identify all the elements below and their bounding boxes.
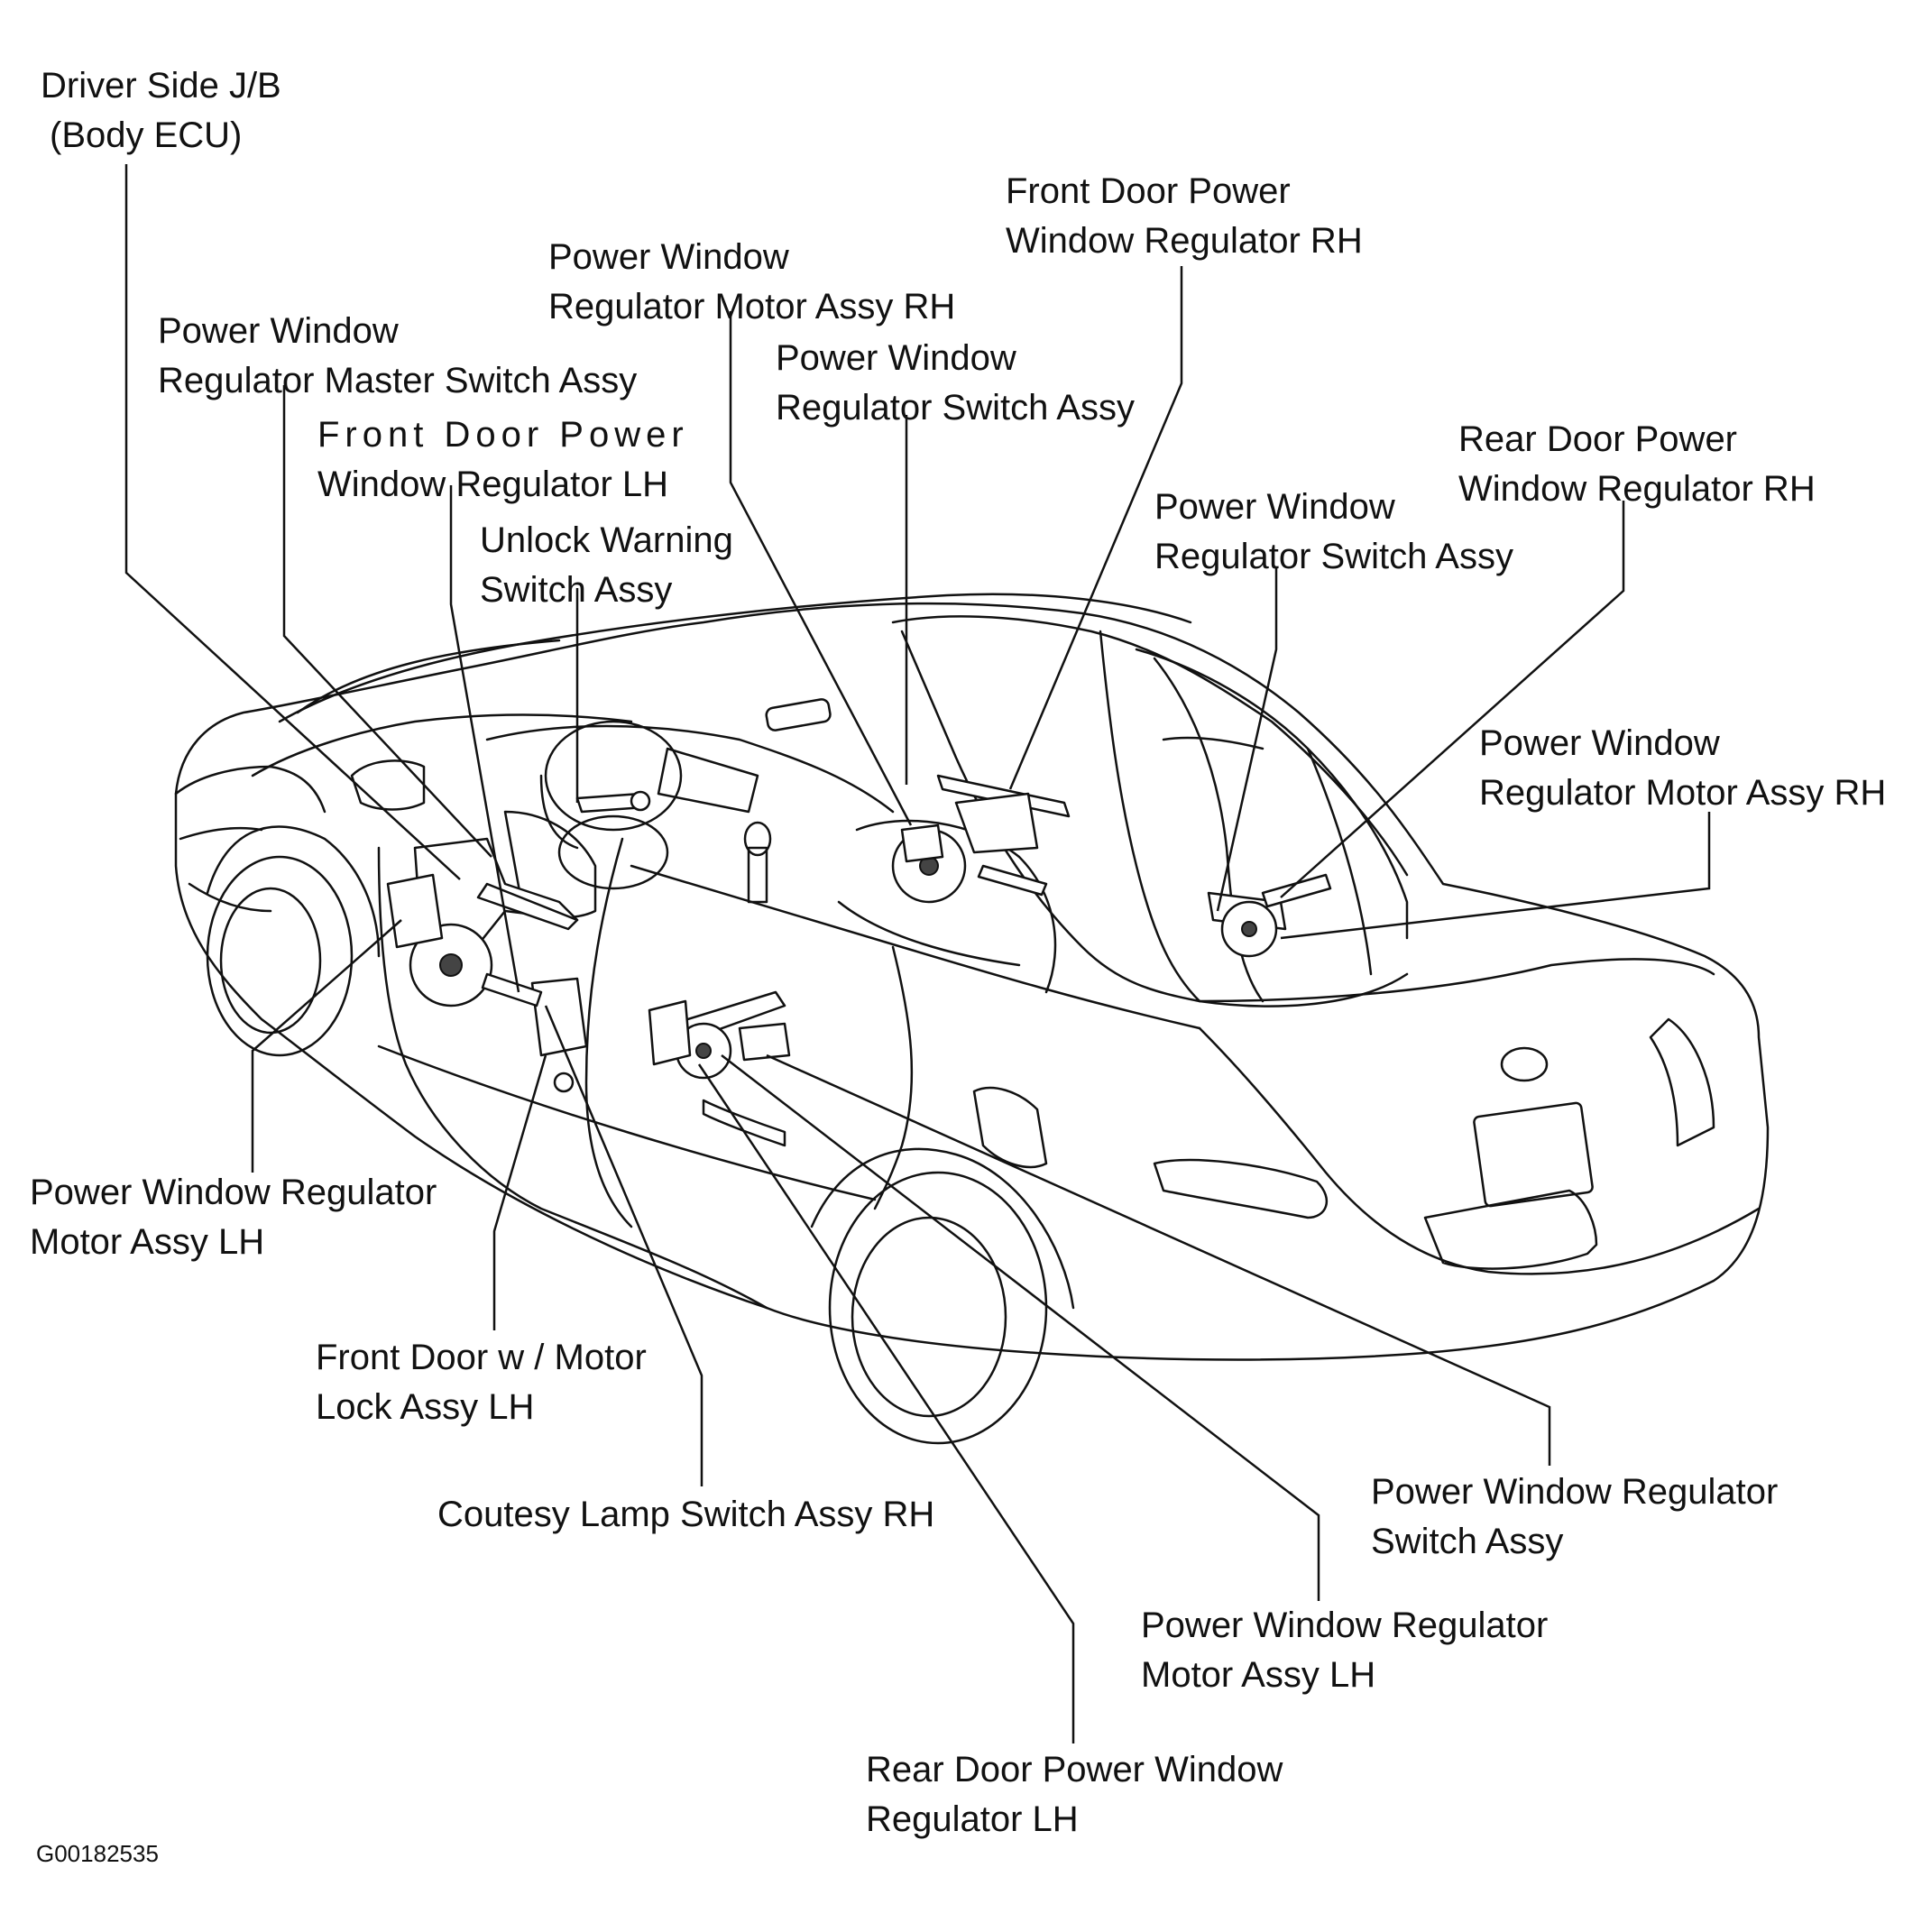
label-driver-side-jb: Driver Side J/B (Body ECU) [41, 66, 281, 155]
label-switch-assy-rear-rh: Power Window Regulator Switch Assy [1154, 487, 1513, 576]
label-master-switch: Power Window Regulator Master Switch Ass… [158, 311, 638, 400]
label-motor-assy-lh-rear: Power Window Regulator Motor Assy LH [1141, 1605, 1549, 1695]
label-motor-assy-rh-front: Power Window Regulator Motor Assy RH [548, 237, 956, 327]
label-switch-assy-rear-lh: Power Window Regulator Switch Assy [1371, 1472, 1779, 1561]
label-rear-door-regulator-lh: Rear Door Power Window Regulator LH [866, 1750, 1283, 1839]
label-front-door-regulator-rh: Front Door Power Window Regulator RH [1006, 171, 1363, 261]
car-outline [174, 593, 1770, 1445]
label-motor-assy-rh-rear: Power Window Regulator Motor Assy RH [1479, 723, 1887, 813]
label-switch-assy-front-rh: Power Window Regulator Switch Assy [776, 338, 1135, 428]
label-rear-door-regulator-rh: Rear Door Power Window Regulator RH [1458, 419, 1816, 509]
label-courtesy-lamp-switch: Coutesy Lamp Switch Assy RH [437, 1495, 935, 1534]
leader-lines [124, 164, 1711, 1743]
label-front-door-regulator-lh: Front Door Power Window Regulator LH [317, 415, 689, 504]
component-parts [386, 774, 1332, 1093]
label-motor-assy-lh-front: Power Window Regulator Motor Assy LH [30, 1173, 437, 1262]
label-front-door-motor-lock: Front Door w / Motor Lock Assy LH [316, 1338, 647, 1427]
figure-code: G00182535 [36, 1840, 159, 1867]
label-unlock-warning-switch: Unlock Warning Switch Assy [480, 520, 733, 610]
